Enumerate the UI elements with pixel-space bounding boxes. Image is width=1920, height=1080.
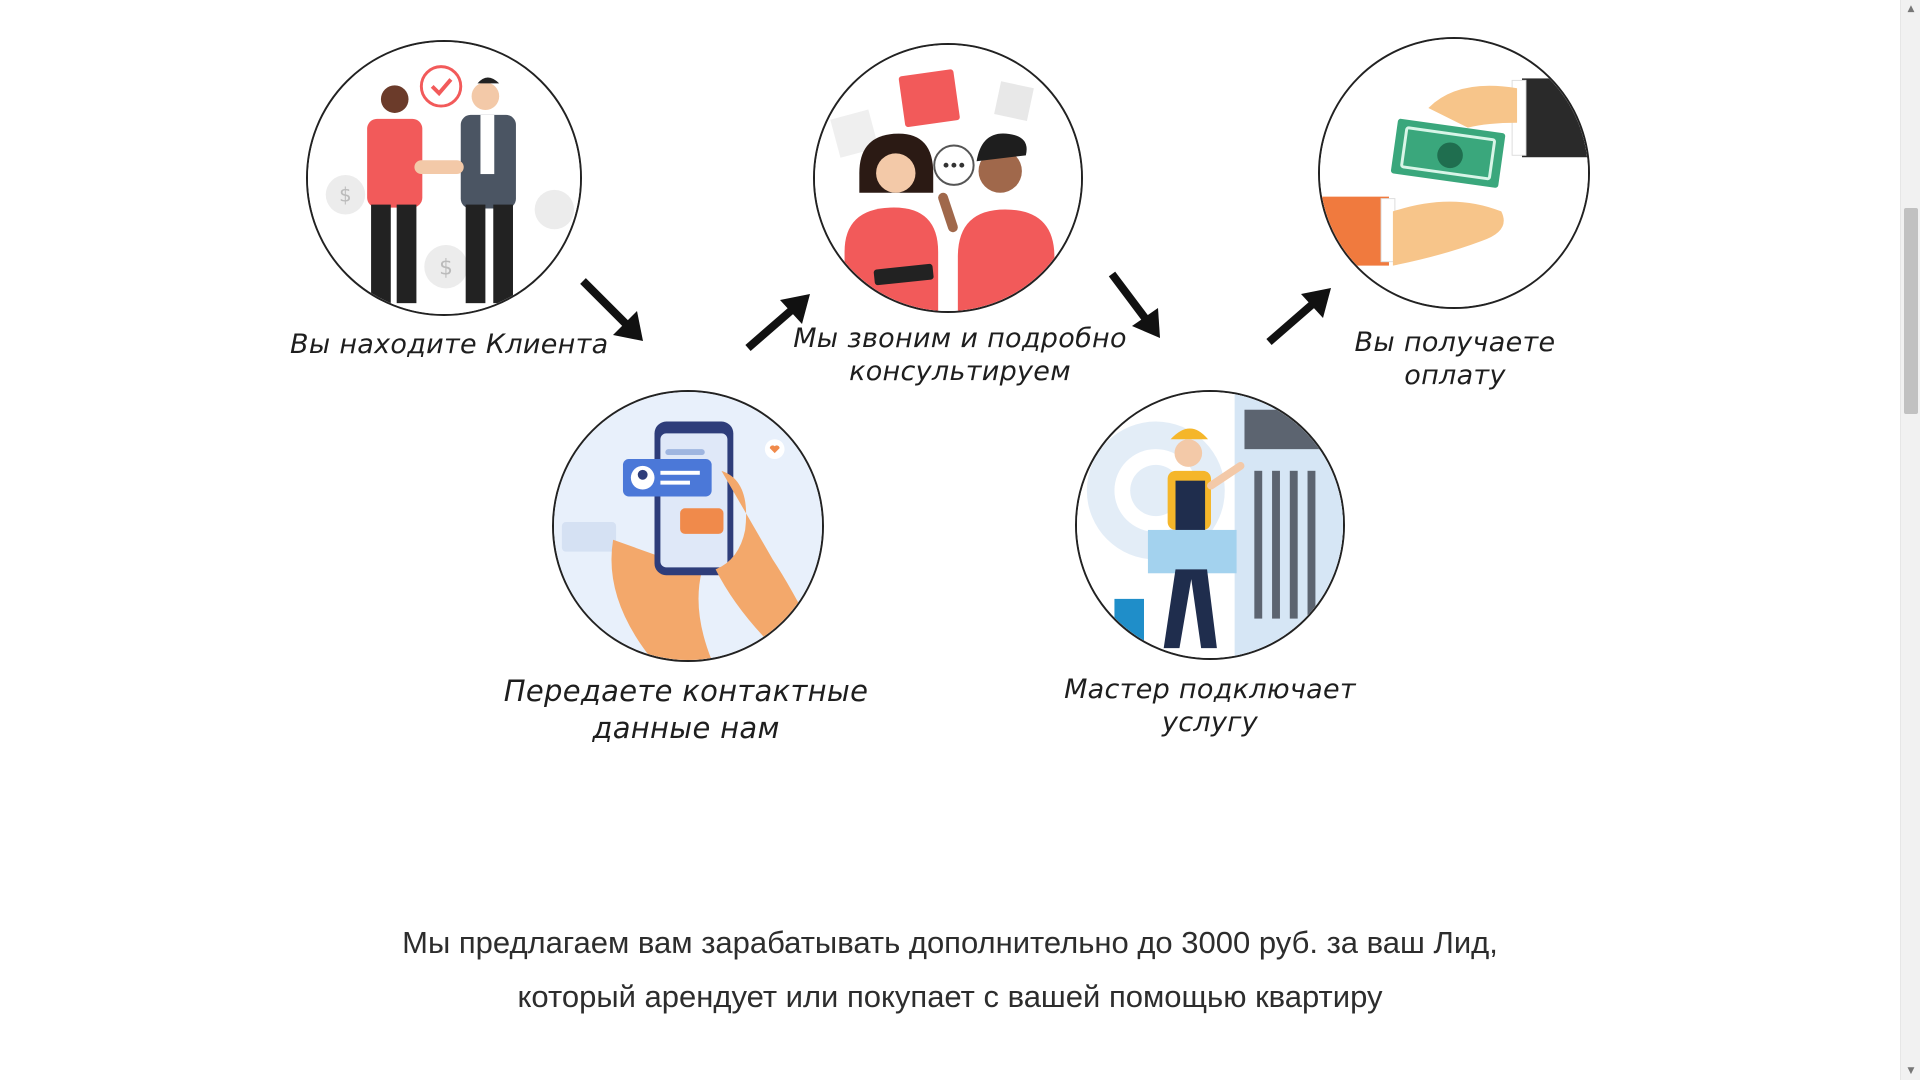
- handshake-illustration-icon: $ $: [308, 42, 580, 314]
- step-label-send-contacts: Передаете контактные данные нам: [503, 674, 869, 745]
- svg-text:$: $: [339, 184, 352, 207]
- step-label-find-client: Вы находите Клиента: [290, 329, 609, 360]
- svg-text:$: $: [439, 256, 453, 281]
- step-label-master-connects: Мастер подключает услугу: [1064, 674, 1356, 738]
- payment-illustration-icon: [1320, 39, 1588, 307]
- arrow-down-right-icon: [580, 278, 643, 341]
- step-circle-send-contacts: [552, 390, 824, 662]
- scroll-up-icon[interactable]: ▲: [1907, 4, 1915, 14]
- consultation-illustration-icon: [815, 45, 1081, 311]
- step-label-get-payment: Вы получаете оплату: [1354, 327, 1556, 391]
- step-label-consult: Мы звоним и подробно консультируем: [793, 323, 1127, 387]
- step-circle-master-connects: [1075, 390, 1345, 660]
- offer-line-2: который арендует или покупает с вашей по…: [517, 979, 1383, 1014]
- arrow-up-right-icon: [745, 294, 810, 352]
- arrow-down-right-icon: [1108, 271, 1160, 338]
- phone-chat-illustration-icon: [554, 392, 822, 660]
- offer-line-1: Мы предлагаем вам зарабатывать дополните…: [402, 925, 1498, 960]
- page-scrollbar[interactable]: ▲ ▼: [1900, 0, 1920, 1080]
- scrollbar-thumb[interactable]: [1904, 208, 1918, 414]
- technician-illustration-icon: [1077, 392, 1343, 658]
- arrow-up-right-icon: [1266, 288, 1331, 346]
- scroll-down-icon[interactable]: ▼: [1907, 1066, 1915, 1076]
- step-circle-consult: [813, 43, 1083, 313]
- step-circle-get-payment: [1318, 37, 1590, 309]
- step-circle-find-client: $ $: [306, 40, 582, 316]
